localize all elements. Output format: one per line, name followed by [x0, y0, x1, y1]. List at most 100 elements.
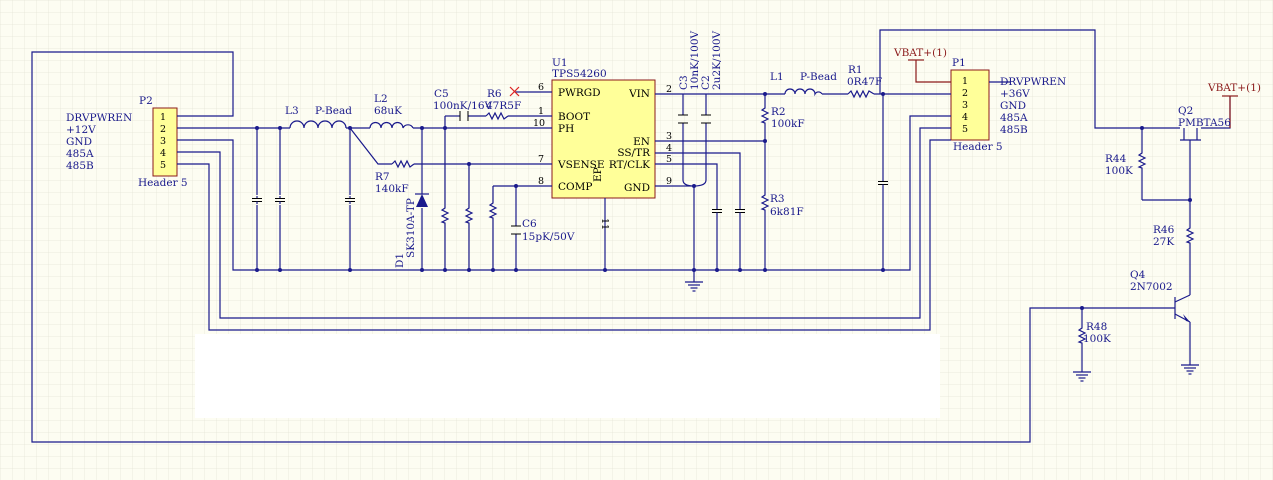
p2-signal-12v: +12V: [66, 124, 96, 136]
resistor-r6[interactable]: R6 47R5F: [485, 88, 521, 121]
d1-designator: D1: [394, 253, 406, 268]
l2-designator: L2: [374, 93, 388, 105]
q4-designator: Q4: [1130, 269, 1146, 281]
p2-signal-drvpwren: DRVPWREN: [66, 112, 132, 124]
p1-signal-drvpwren: DRVPWREN: [1000, 76, 1066, 88]
u1-designator: U1: [552, 57, 568, 69]
r48-value: 100K: [1083, 333, 1111, 345]
p1-designator: P1: [952, 57, 966, 69]
u1-pin-gnd: GND: [624, 182, 650, 194]
p2-signal-485a: 485A: [66, 148, 94, 160]
r44-designator: R44: [1105, 153, 1127, 165]
r46-designator: R46: [1153, 224, 1175, 236]
u1-pin-sstr: SS/TR: [617, 147, 651, 159]
c6-value: 15pK/50V: [522, 231, 575, 243]
p1-type: Header 5: [953, 141, 1003, 153]
inductor-l3[interactable]: L3 P-Bead: [285, 105, 352, 129]
u1-pin-num-10: 10: [533, 118, 545, 129]
capacitor-c6[interactable]: C6 15pK/50V: [511, 218, 575, 243]
blank-area: [195, 334, 940, 418]
u1-pin-num-8: 8: [538, 176, 544, 187]
u1-pin-num-6: 6: [538, 82, 544, 93]
p1-pin-5: 5: [962, 124, 968, 135]
p1-pin-1: 1: [962, 76, 968, 87]
transistor-q4[interactable]: Q4 2N7002: [1130, 269, 1191, 323]
r44-value: 100K: [1105, 165, 1133, 177]
diode-d1[interactable]: D1 SK310A-TP: [394, 193, 429, 268]
u1-pin-comp: COMP: [558, 181, 592, 193]
q2-value: PMBTA56: [1178, 117, 1231, 129]
resistor-r44[interactable]: R44 100K: [1105, 149, 1146, 177]
capacitor-c5[interactable]: C5 100nK/16V: [433, 88, 493, 121]
resistor-r1[interactable]: R1 0R47F: [847, 64, 882, 99]
p1-signal-485b: 485B: [1000, 124, 1028, 136]
wires: [31, 29, 1231, 443]
r2-designator: R2: [771, 106, 786, 118]
power-port-vbat-p1[interactable]: VBAT+(1): [893, 47, 947, 61]
r46-value: 27K: [1153, 236, 1174, 248]
l2-value: 68uK: [374, 105, 402, 117]
r6-designator: R6: [487, 88, 502, 100]
c5-designator: C5: [434, 88, 449, 100]
p2-pin-2: 2: [160, 124, 166, 135]
u1-pin-num-1: 1: [538, 106, 544, 117]
u1-pin-num-7: 7: [538, 154, 544, 165]
connector-p2[interactable]: P2 Header 5 1 2 3 4 5 DRVPWREN +12V GND …: [66, 95, 188, 189]
d1-value: SK310A-TP: [405, 198, 417, 258]
u1-pin-num-9: 9: [666, 176, 672, 187]
ic-u1[interactable]: U1 TPS54260 6 1 10 7 8 PWRGD BOOT PH VSE…: [530, 57, 680, 270]
p1-body: [950, 69, 990, 141]
p2-signal-gnd: GND: [66, 136, 92, 148]
u1-pin-rtclk: RT/CLK: [609, 159, 650, 171]
u1-pin-en: EN: [633, 136, 650, 148]
p1-signal-36v: +36V: [1000, 88, 1030, 100]
resistor-r46[interactable]: R46 27K: [1153, 224, 1194, 248]
resistor-r7[interactable]: R7 140kF: [375, 159, 415, 195]
p1-signal-gnd: GND: [1000, 100, 1026, 112]
r3-value: 6k81F: [770, 206, 804, 218]
vbat-p1-label: VBAT+(1): [893, 47, 947, 59]
c2-designator: C2: [700, 75, 712, 90]
r7-designator: R7: [375, 171, 390, 183]
p2-body: [152, 107, 178, 177]
p2-designator: P2: [139, 95, 153, 107]
no-connect-marker: [509, 86, 520, 97]
r7-value: 140kF: [375, 183, 409, 195]
r1-value: 0R47F: [847, 76, 882, 88]
c3-value: 10nK/100V: [689, 30, 701, 90]
resistor-r3[interactable]: R3 6k81F: [761, 191, 804, 218]
connector-p1[interactable]: P1 Header 5 1 2 3 4 5 DRVPWREN +36V GND …: [950, 57, 1066, 153]
u1-body: [551, 79, 656, 199]
u1-pin-ph: PH: [558, 123, 574, 135]
resistor-r2[interactable]: R2 100kF: [761, 104, 805, 130]
u1-pin-vsense: VSENSE: [557, 159, 605, 171]
p2-pin-1: 1: [160, 112, 166, 123]
l3-designator: L3: [285, 105, 299, 117]
resistor-r48[interactable]: R48 100K: [1078, 321, 1111, 346]
inductor-l1[interactable]: L1 P-Bead: [765, 71, 837, 97]
transistor-q2[interactable]: Q2 PMBTA56: [1178, 105, 1231, 150]
capacitor-c3[interactable]: C3 10nK/100V: [678, 30, 701, 124]
l1-value: P-Bead: [800, 71, 837, 83]
r2-value: 100kF: [771, 118, 805, 130]
q4-value: 2N7002: [1130, 281, 1173, 293]
p2-type: Header 5: [138, 177, 188, 189]
p1-pin-3: 3: [962, 100, 968, 111]
c5-value: 100nK/16V: [433, 100, 493, 112]
u1-pin-vin: VIN: [628, 88, 650, 100]
c6-designator: C6: [522, 218, 537, 230]
r1-designator: R1: [848, 64, 863, 76]
u1-pin-ep: EP: [592, 167, 604, 182]
p2-pin-5: 5: [160, 160, 166, 171]
u1-pin-num-2: 2: [666, 84, 672, 95]
u1-pin-num-3: 3: [666, 131, 672, 142]
r6-value: 47R5F: [486, 100, 521, 112]
power-port-vbat-q2[interactable]: VBAT+(1): [1207, 82, 1261, 128]
inductor-l2[interactable]: L2 68uK: [369, 93, 414, 129]
p1-signal-485a: 485A: [1000, 112, 1028, 124]
c2-value: 2u2K/100V: [711, 30, 723, 90]
capacitor-c2[interactable]: C2 2u2K/100V: [700, 30, 723, 124]
r48-designator: R48: [1086, 321, 1107, 333]
p1-pin-4: 4: [962, 112, 968, 123]
